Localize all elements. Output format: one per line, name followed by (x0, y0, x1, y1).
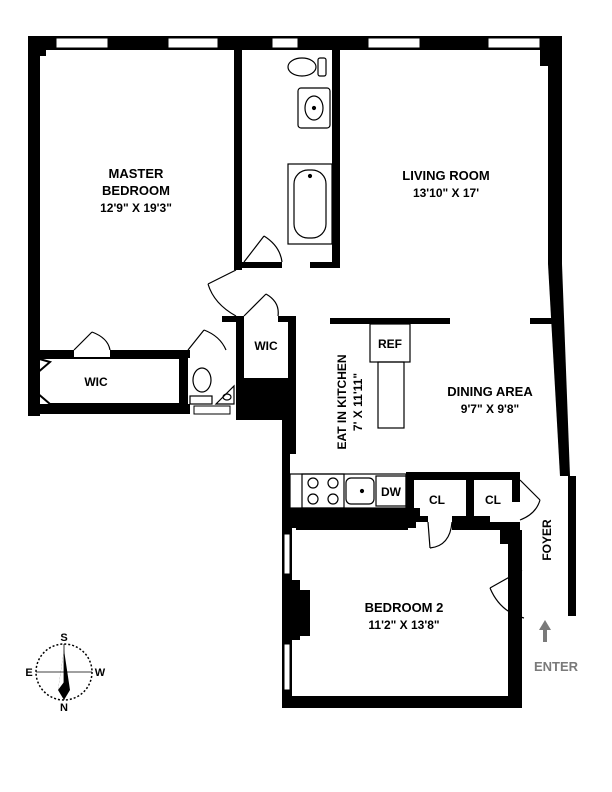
dishwasher-box (375, 475, 407, 507)
entry-marker: ENTER (534, 620, 579, 674)
bedroom2-label: BEDROOM 2 (365, 600, 444, 615)
door-master-entry (207, 269, 237, 317)
door-closet-1 (427, 521, 453, 549)
windows (55, 37, 541, 691)
interior-walls (36, 48, 562, 570)
kitchen-fixtures (289, 323, 411, 509)
bathroom-fixtures (189, 57, 333, 405)
door-hall-wic (243, 293, 279, 317)
foyer-label: FOYER (540, 519, 554, 561)
compass-icon: S N E W (25, 632, 105, 714)
living-room-label: LIVING ROOM (402, 168, 489, 183)
master-bedroom-label-2: BEDROOM (102, 183, 170, 198)
kitchen-dims: 7' X 11'11" (351, 373, 365, 431)
compass-e: E (25, 667, 32, 679)
doors (73, 235, 541, 619)
kitchen-sink-icon (345, 477, 375, 505)
compass-s: S (60, 632, 67, 644)
sink-icon (297, 87, 331, 129)
room-labels: MASTER BEDROOM 12'9" X 19'3" LIVING ROOM… (84, 166, 554, 632)
counter-peninsula (377, 361, 405, 429)
door-closet-2 (519, 479, 541, 521)
master-bedroom-dims: 12'9" X 19'3" (100, 201, 172, 215)
entry-arrow-icon (539, 620, 551, 642)
exterior-walls (28, 36, 576, 708)
dining-area-dims: 9'7" X 9'8" (461, 402, 519, 416)
living-room-dims: 13'10" X 17' (413, 186, 479, 200)
dw-label: DW (381, 485, 402, 499)
door-master-bath (187, 329, 227, 351)
master-wic-outline (35, 357, 181, 405)
closet-2-label: CL (485, 493, 501, 507)
compass-n: N (60, 702, 68, 714)
toilet-icon (287, 57, 327, 77)
ref-label: REF (378, 337, 402, 351)
dining-area-label: DINING AREA (447, 384, 533, 399)
wic-master-label: WIC (84, 375, 108, 389)
door-bath (243, 235, 283, 263)
closet-1-label: CL (429, 493, 445, 507)
bedroom2-dims: 11'2" X 13'8" (368, 618, 439, 632)
enter-label: ENTER (534, 659, 579, 674)
kitchen-label: EAT IN KITCHEN (335, 354, 349, 449)
door-master-wic (73, 331, 111, 351)
door-entry (489, 569, 525, 619)
stove-icon (301, 473, 345, 509)
toilet-small-icon (189, 367, 213, 405)
wic-hall-label: WIC (254, 339, 278, 353)
corner-sink-icon (214, 384, 235, 405)
master-bedroom-label: MASTER (109, 166, 165, 181)
bathtub-icon (287, 163, 333, 245)
compass-w: W (95, 667, 106, 679)
